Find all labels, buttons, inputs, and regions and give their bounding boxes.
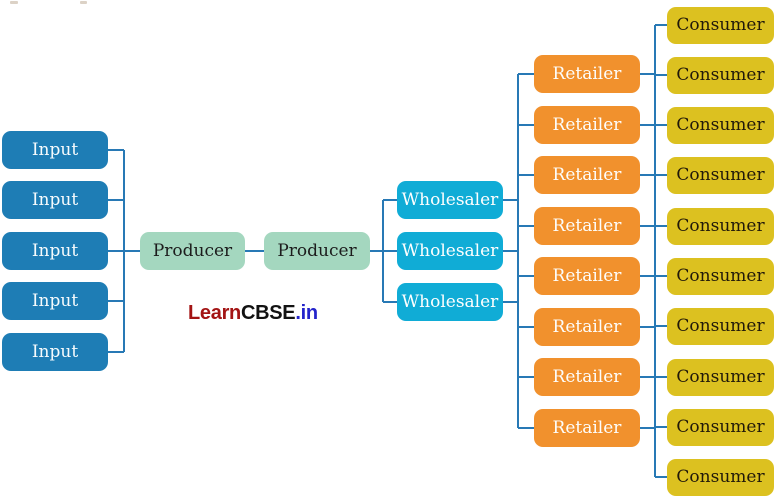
wholesaler-box: Wholesaler	[397, 232, 503, 270]
retailer-box: Retailer	[534, 409, 640, 447]
consumer-box: Consumer	[667, 409, 774, 446]
consumer-box: Consumer	[667, 107, 774, 144]
consumer-box: Consumer	[667, 57, 774, 94]
consumer-box: Consumer	[667, 157, 774, 194]
input-connectors	[108, 149, 140, 353]
retailer-connectors	[517, 73, 655, 429]
input-box: Input	[2, 282, 108, 320]
consumer-box: Consumer	[667, 359, 774, 396]
retailer-box: Retailer	[534, 106, 640, 144]
wholesaler-box: Wholesaler	[397, 181, 503, 219]
consumer-box: Consumer	[667, 308, 774, 345]
input-box: Input	[2, 131, 108, 169]
watermark-in: .in	[295, 302, 318, 324]
consumer-box: Consumer	[667, 208, 774, 245]
connector-group	[108, 24, 667, 478]
wholesaler-box: Wholesaler	[397, 283, 503, 321]
retailer-box: Retailer	[534, 207, 640, 245]
retailer-box: Retailer	[534, 156, 640, 194]
retailer-box: Retailer	[534, 308, 640, 346]
consumer-box: Consumer	[667, 459, 774, 496]
cropped-text-artifact	[10, 1, 18, 4]
retailer-box: Retailer	[534, 358, 640, 396]
consumer-box: Consumer	[667, 7, 774, 44]
producer-box: Producer	[264, 232, 370, 270]
watermark-cbse: CBSE	[240, 302, 296, 324]
watermark-learn: Learn	[188, 302, 241, 324]
wholesaler-connectors	[382, 199, 518, 303]
consumer-box: Consumer	[667, 258, 774, 295]
cropped-text-artifact	[80, 1, 87, 4]
retailer-box: Retailer	[534, 257, 640, 295]
retailer-box: Retailer	[534, 55, 640, 93]
input-box: Input	[2, 181, 108, 219]
learncbse-watermark: LearnCBSE.in	[188, 302, 318, 325]
input-box: Input	[2, 232, 108, 270]
consumer-connectors	[654, 24, 667, 478]
producer-box: Producer	[140, 232, 245, 270]
input-box: Input	[2, 333, 108, 371]
